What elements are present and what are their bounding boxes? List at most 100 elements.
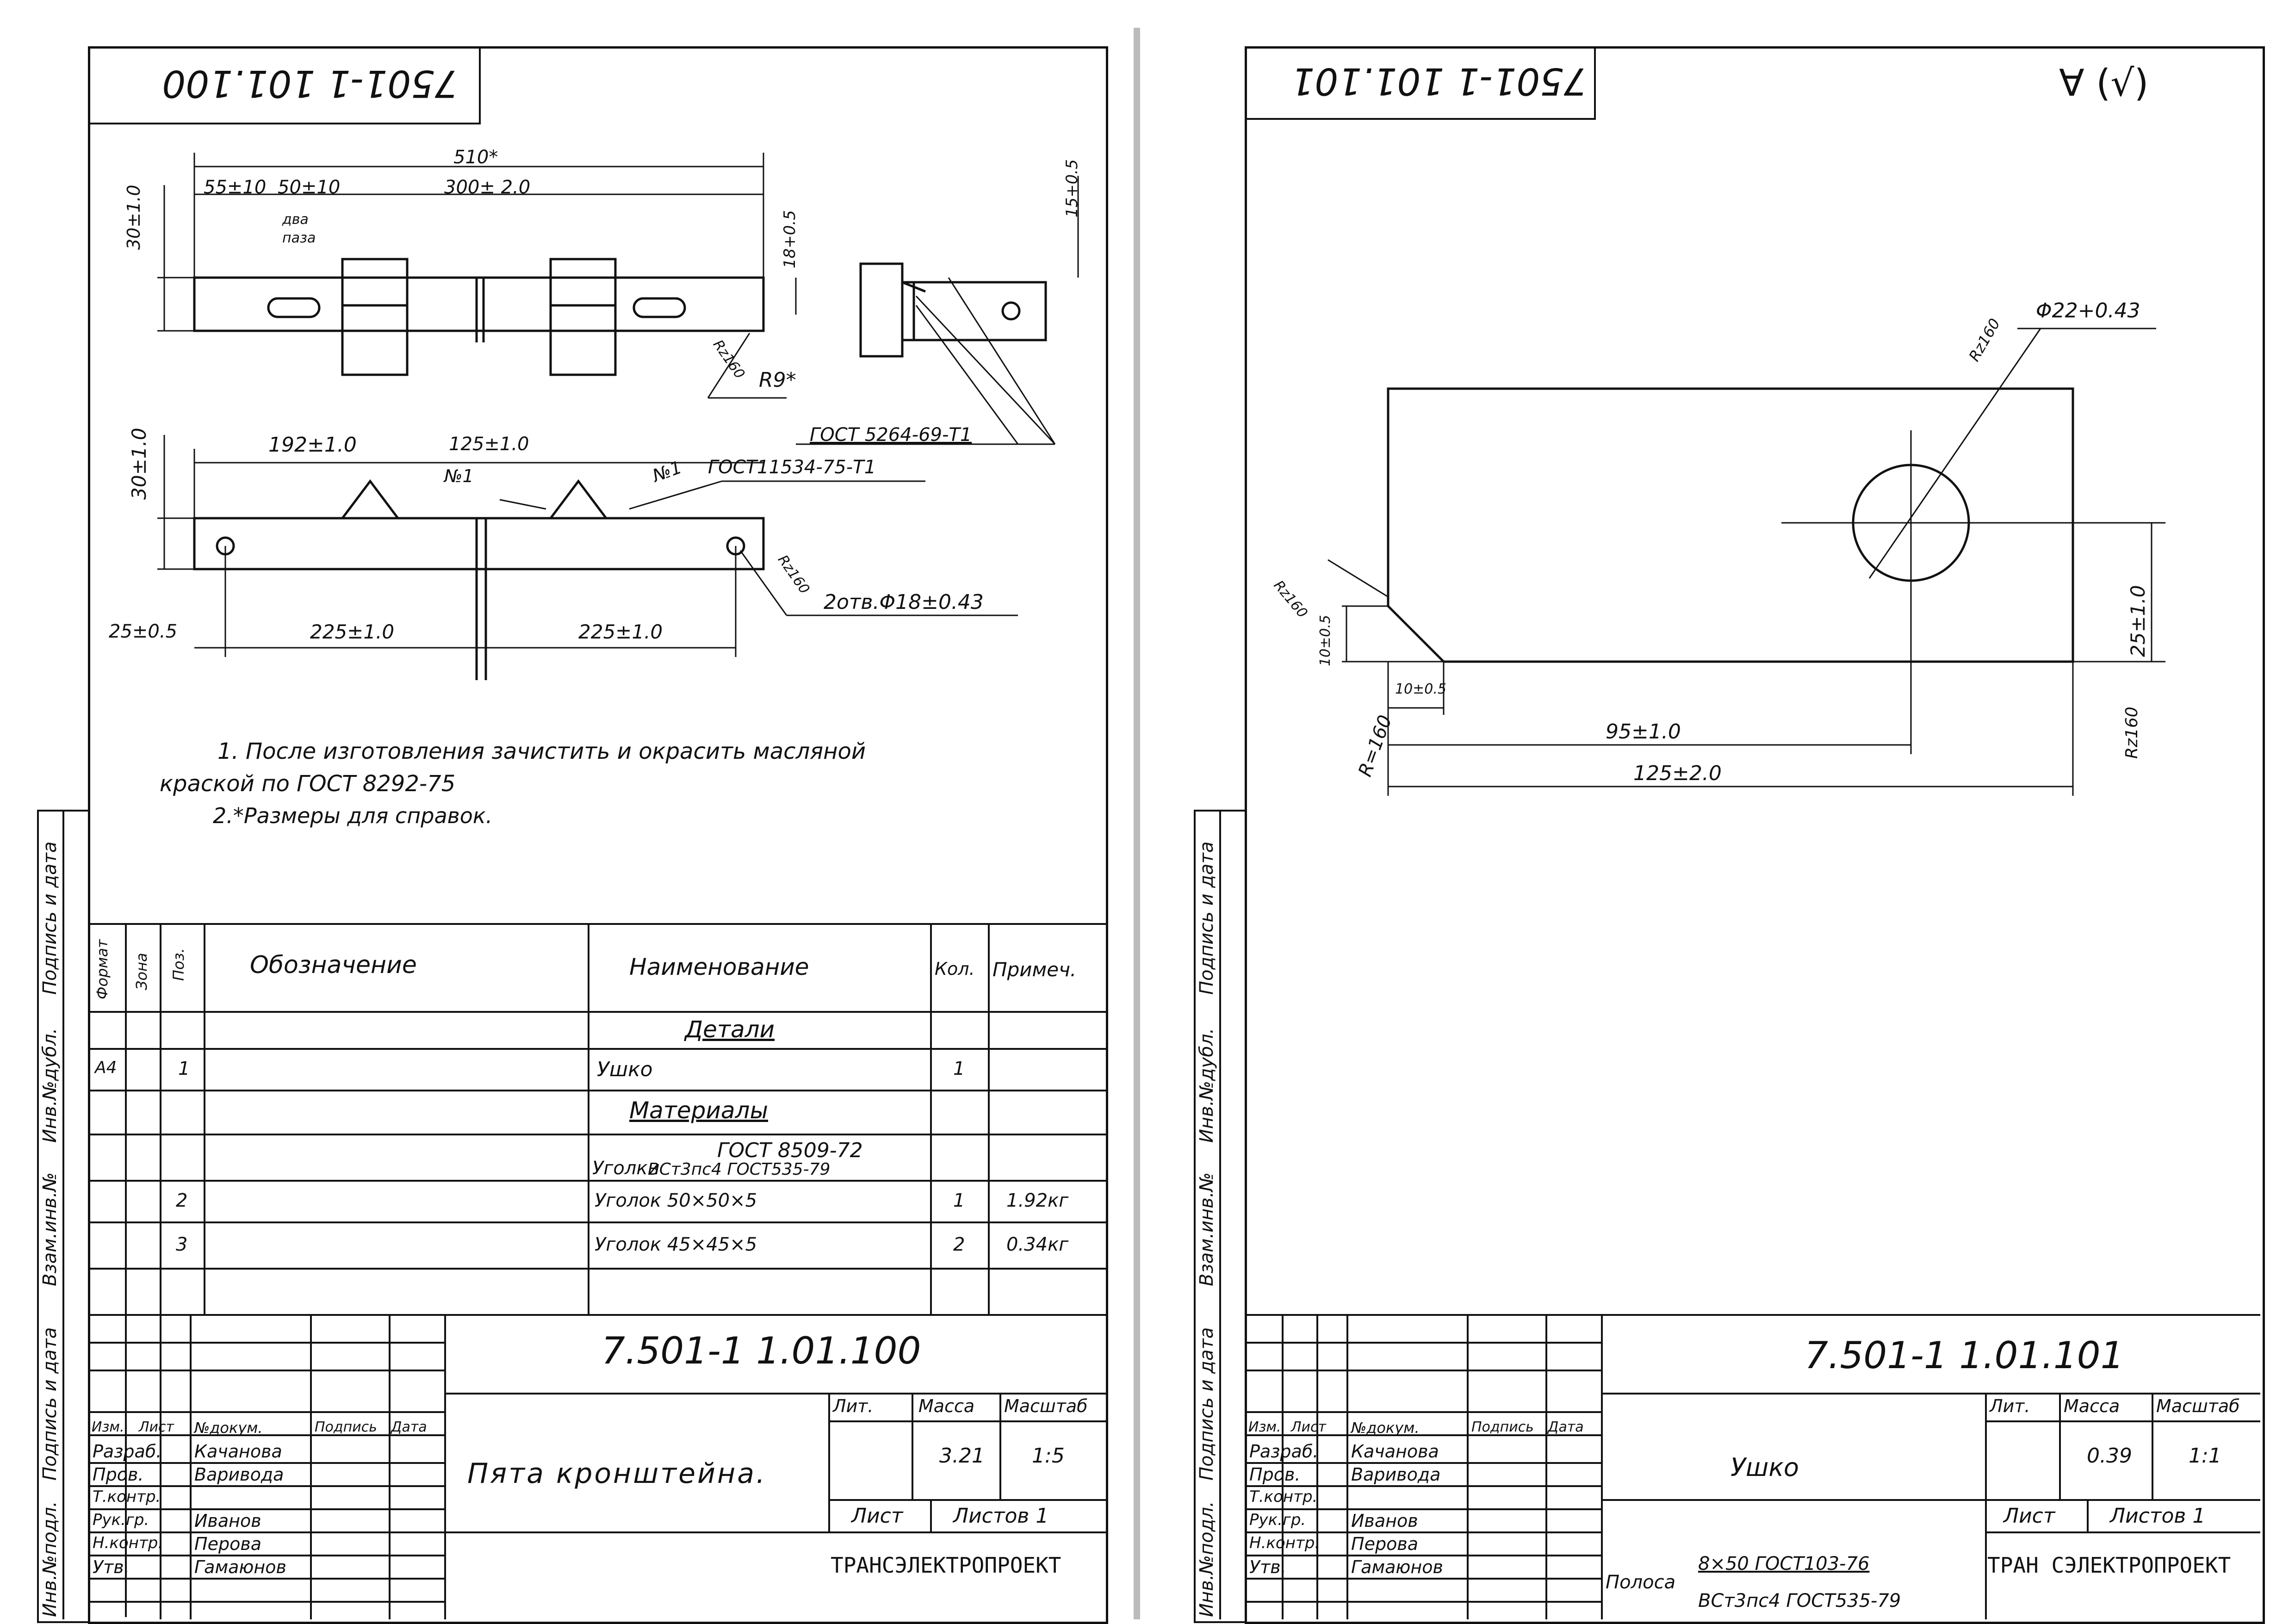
title-col-doc: №докум. [194,1419,263,1437]
title-material-bottom: ВСт3пс4 ГОСТ535-79 [1698,1590,1901,1612]
person-approved: Гамаюнов [194,1557,286,1577]
title-col-date: Дата [391,1419,427,1435]
title-col-list: Лист [1291,1419,1327,1435]
corner-code-box-2 [1247,49,1596,120]
dim-25: 25±0.5 [109,621,178,642]
spec-mass-2: 1.92кг [1006,1190,1069,1211]
title-code: 7.501-1 1.01.100 [602,1329,921,1372]
title-col-izm: Изм. [1248,1419,1281,1435]
spec-table-1 [90,923,1106,1316]
role-tech-control: Т.контр. [1249,1488,1318,1506]
role-approved: Утв. [1249,1557,1286,1577]
title-scale-header-2: Масштаб [2156,1396,2240,1416]
person-developer: Качанова [1351,1441,1439,1462]
holes-callout: 2отв.Φ18±0.43 [824,590,984,614]
dim-total: 510* [453,147,498,168]
person-norm-control: Перова [1351,1534,1419,1554]
spec-qty-1: 1 [953,1058,965,1079]
title-lit-header: Лит. [833,1396,874,1416]
weld-n1-a: №1 [444,466,474,486]
title-organization-2: ТРАН СЭЛЕКТРОПРОЕКТ [1987,1553,2231,1578]
dim-25: 25±1.0 [2127,585,2149,657]
role-norm-control: Н.контр. [93,1534,163,1552]
weld-gost-11534: ГОСТ11534-75-Т1 [708,457,876,478]
role-group-head: Рук.гр. [93,1511,149,1529]
title-scale-header: Масштаб [1004,1396,1088,1416]
corner-code-box [90,49,481,124]
spec-ugolki: Уголки [592,1158,660,1179]
spec-pos-3: 3 [176,1234,188,1255]
role-checker: Пров. [93,1464,144,1485]
spec-item-ugolok50: Уголок 50×50×5 [595,1190,757,1211]
drawing-sheet-2 [1245,46,2265,1624]
title-part-name: Пята кронштейна. [467,1457,767,1490]
spec-qty-3: 2 [953,1234,965,1255]
spec-gost-8509: ГОСТ 8509-72 [717,1139,863,1162]
dim-95: 95±1.0 [1606,720,1681,744]
title-sheets: Листов 1 [953,1504,1049,1528]
person-checker: Варивода [1351,1464,1441,1485]
title-code-2: 7.501-1 1.01.101 [1805,1334,2124,1377]
title-sheet-2: Лист [2003,1504,2055,1528]
spec-header-qty: Кол. [935,959,975,979]
note-1: 1. После изготовления зачистить и окраси… [217,738,866,764]
spec-pos-2: 2 [176,1190,188,1211]
person-group-head: Иванов [1351,1511,1418,1531]
title-scale-2: 1:1 [2189,1444,2221,1468]
note-two-holes-b: паза [282,230,316,246]
role-checker: Пров. [1249,1464,1301,1485]
role-group-head: Рук.гр. [1249,1511,1306,1529]
title-material-label: Полоса [1606,1572,1676,1593]
dim-chamfer-h: 10±0.5 [1395,681,1447,697]
spec-pos-1: 1 [178,1058,190,1079]
dim-55: 55±10 [204,177,267,198]
roughness-rz160-right: Rz160 [2122,707,2141,759]
title-lit-header-2: Лит. [1990,1396,2030,1416]
spec-section-details: Детали [685,1016,775,1043]
title-material-top: 8×50 ГОСТ103-76 [1698,1553,1870,1574]
roughness-general: ∀ (√) [2059,62,2149,105]
dim-300: 300± 2.0 [444,177,531,198]
title-sheets-2: Листов 1 [2110,1504,2206,1528]
title-mass-header-2: Масса [2064,1396,2120,1416]
dim-225b: 225±1.0 [578,620,663,643]
spec-mass-3: 0.34кг [1006,1234,1069,1255]
role-norm-control: Н.контр. [1249,1534,1320,1552]
dim-125: 125±1.0 [449,434,529,455]
person-checker: Варивода [194,1464,284,1485]
role-developer: Разраб. [1249,1441,1319,1462]
title-mass: 3.21 [939,1444,985,1468]
note-two-holes-a: два [282,211,309,228]
title-mass-header: Масса [918,1396,975,1416]
person-norm-control: Перова [194,1534,262,1554]
title-col-doc: №докум. [1351,1419,1420,1437]
title-organization: ТРАНСЭЛЕКТРОПРОЕКТ [831,1553,1061,1578]
dim-50: 50±10 [278,177,341,198]
spec-item-ushko: Ушко [597,1058,653,1081]
spec-qty-2: 1 [953,1190,965,1211]
title-scale: 1:5 [1032,1444,1065,1468]
role-developer: Разраб. [93,1441,162,1462]
role-tech-control: Т.контр. [93,1488,161,1506]
dim-phi22: Φ22+0.43 [2036,299,2140,322]
person-developer: Качанова [194,1441,282,1462]
dim-225a: 225±1.0 [310,620,395,643]
spec-header-designation: Обозначение [250,951,417,979]
weld-gost-5264: ГОСТ 5264-69-Т1 [810,424,972,446]
title-col-izm: Изм. [92,1419,124,1435]
title-part-name-2: Ушко [1731,1453,1799,1482]
spec-section-materials: Материалы [629,1097,768,1124]
title-col-sign: Подпись [1471,1419,1534,1435]
role-approved: Утв. [93,1557,130,1577]
dim-192: 192±1.0 [268,433,357,457]
title-col-date: Дата [1548,1419,1584,1435]
note-1-cont: краской по ГОСТ 8292-75 [160,771,456,797]
person-group-head: Иванов [194,1511,261,1531]
sheet-divider [1134,28,1140,1619]
drawing-sheet-1 [88,46,1108,1624]
title-sheet: Лист [851,1504,903,1528]
dim-125: 125±2.0 [1633,762,1722,785]
spec-header-note: Примеч. [992,958,1077,981]
